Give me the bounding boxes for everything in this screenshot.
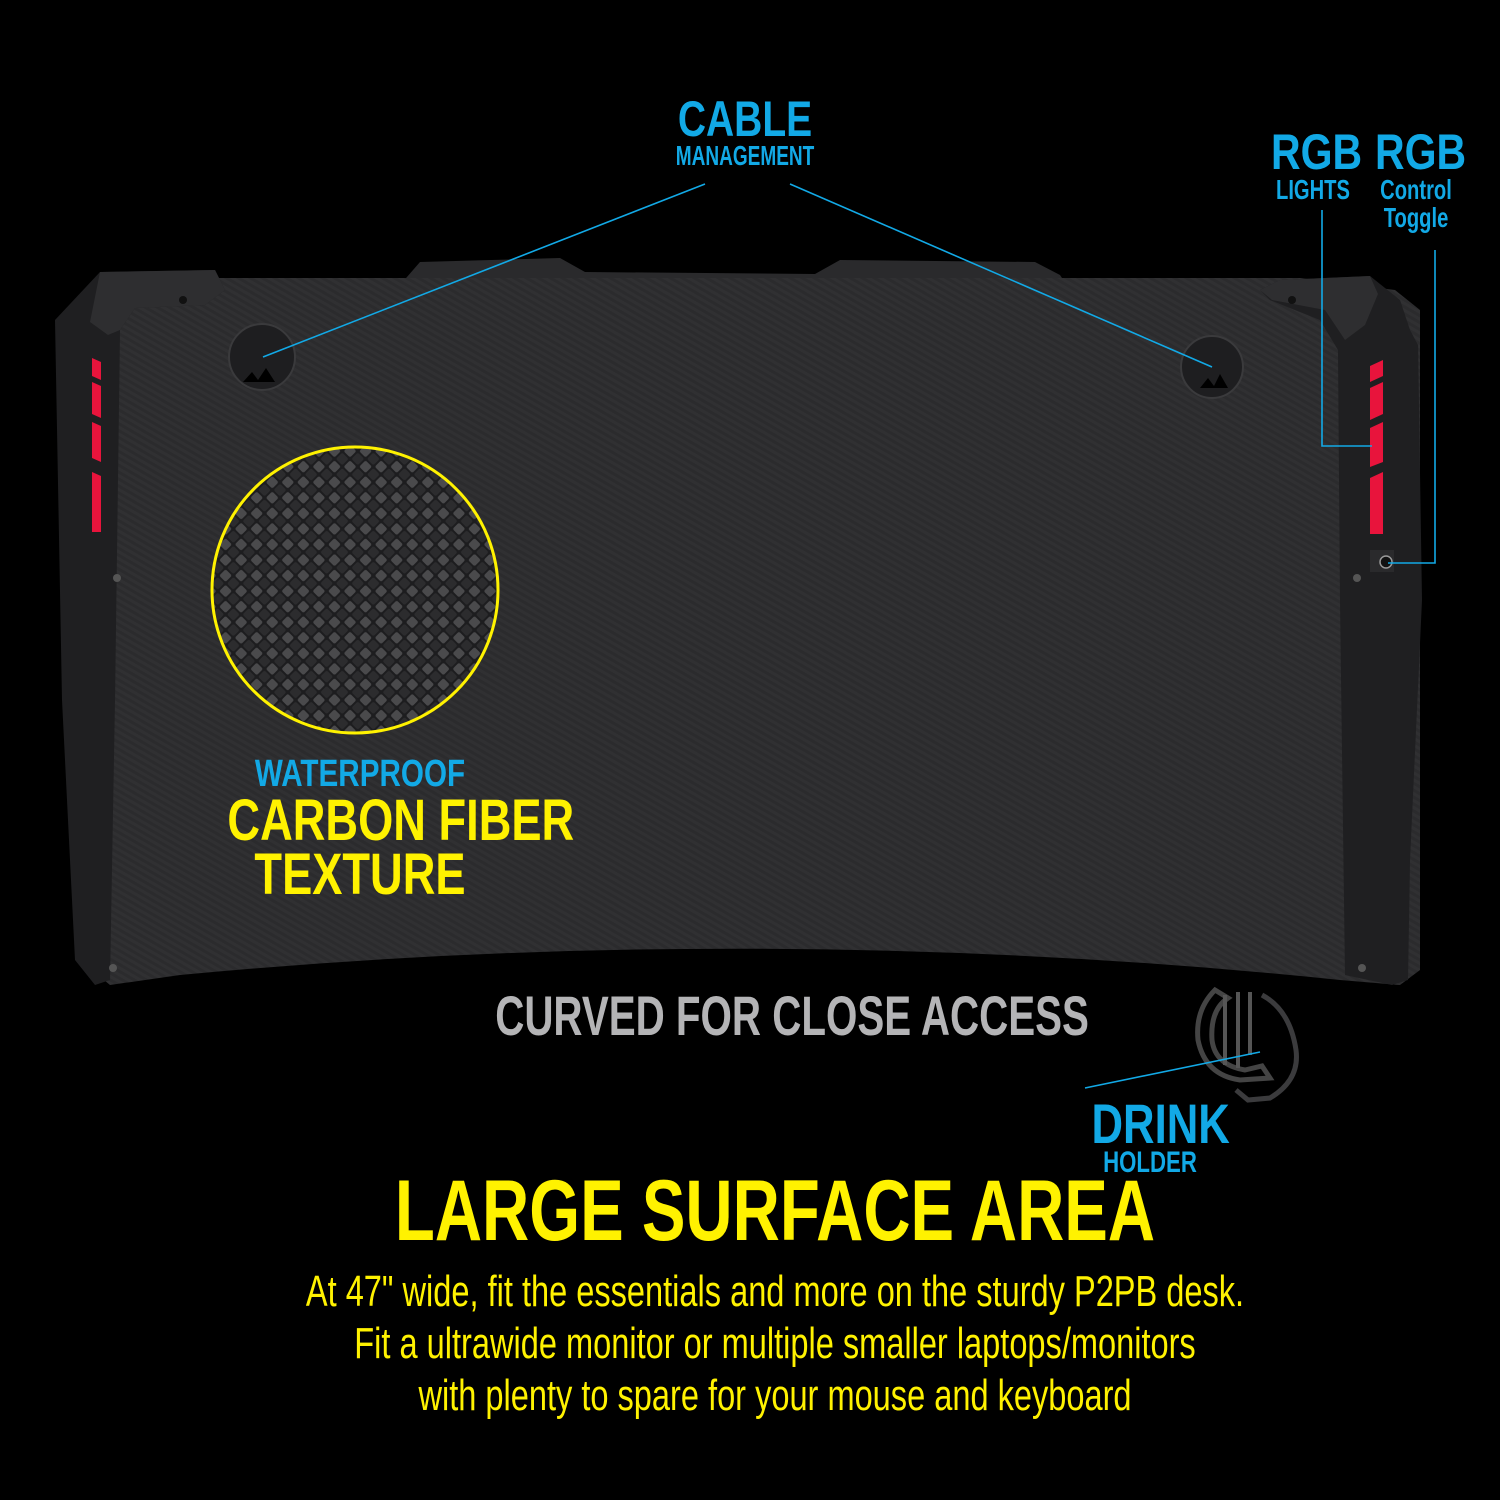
rgb-control-subtitle-1: Control [1380,174,1452,205]
right-end-cap [1260,276,1422,985]
drink-holder-subtitle: HOLDER [1103,1146,1197,1179]
rgb-lights-subtitle: LIGHTS [1276,174,1350,205]
callout-leader-lines [262,183,1436,1089]
curved-label: CURVED FOR CLOSE ACCESS [495,984,1089,1047]
cable-management-callout: CABLE MANAGEMENT [640,94,850,170]
rgb-control-toggle-button [1379,555,1393,569]
drink-holder-callout: DRINK HOLDER [1075,1092,1230,1179]
description-line-3: with plenty to spare for your mouse and … [418,1371,1132,1420]
description-line-2: Fit a ultrawide monitor or multiple smal… [354,1319,1196,1368]
drink-holder [1195,986,1299,1103]
carbon-fiber-line3: TEXTURE [254,842,466,907]
carbon-fiber-magnifier [210,445,500,735]
carbon-fiber-line1: WATERPROOF [254,753,466,795]
headline-block: LARGE SURFACE AREA [200,1168,1350,1254]
description-line-1: At 47" wide, fit the essentials and more… [305,1267,1245,1316]
rgb-lights-title: RGB [1271,124,1363,180]
cable-grommet-left [228,323,296,391]
carbon-fiber-callout: WATERPROOF CARBON FIBER TEXTURE [190,753,575,907]
rgb-control-callout: RGB Control Toggle [1366,124,1467,233]
carbon-fiber-line2: CARBON FIBER [227,788,575,853]
desk-surface [75,278,1420,985]
left-end-cap [55,270,225,985]
drink-holder-title: DRINK [1091,1092,1230,1155]
rgb-light-strip-right [1370,360,1383,534]
rgb-control-title: RGB [1375,124,1467,180]
rgb-lights-callout: RGB LIGHTS [1262,124,1363,205]
description-block: At 47" wide, fit the essentials and more… [100,1266,1450,1422]
cable-management-title: CABLE [677,91,813,147]
rgb-light-strip-left [92,358,101,532]
rgb-control-subtitle-2: Toggle [1383,202,1449,233]
cable-management-subtitle: MANAGEMENT [675,140,815,171]
curved-callout: CURVED FOR CLOSE ACCESS [400,984,1089,1047]
headline: LARGE SURFACE AREA [394,1163,1156,1259]
